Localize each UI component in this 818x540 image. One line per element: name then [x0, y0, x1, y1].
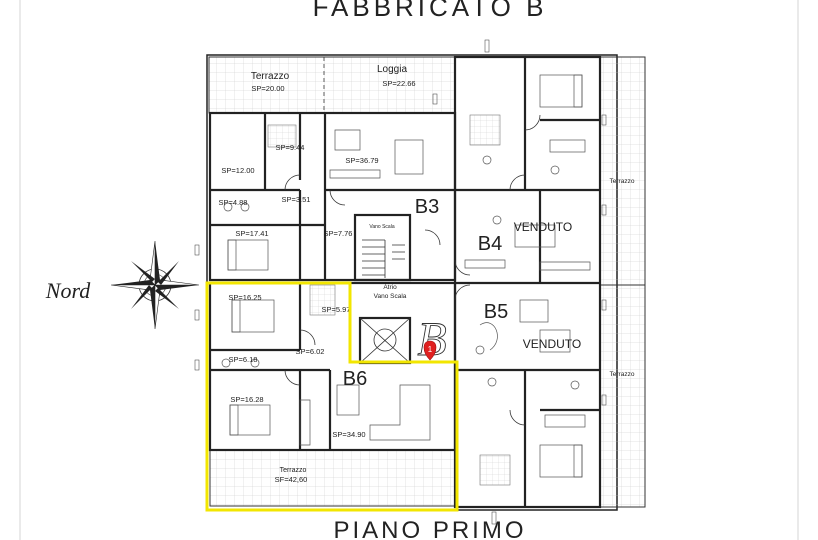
room-area: SP=5.97 — [322, 305, 351, 314]
room-area: SP=3.51 — [282, 195, 311, 204]
tiled-floor — [309, 284, 336, 316]
top-terrace-area — [208, 56, 456, 114]
floor-title: PIANO PRIMO — [333, 517, 526, 540]
tiled-floor — [479, 454, 511, 486]
right-terrace-lower — [599, 284, 646, 508]
tiled-floor — [267, 124, 297, 148]
compass-rose-icon — [110, 240, 200, 330]
loggia-b3-area: SP=22.66 — [382, 79, 415, 88]
terrazzo-right-1-name: Terrazzo — [610, 178, 635, 185]
bottom-terrace-area — [209, 449, 457, 507]
terrazzo-b6-name: Terrazzo — [280, 467, 307, 474]
building-title: FABBRICATO B — [313, 0, 548, 22]
terrazzo-b3-name: Terrazzo — [251, 71, 290, 82]
unit-label-b4: B4 — [478, 233, 502, 255]
b6-highlight-outline — [205, 281, 459, 512]
terrazzo-b6-area: SF=42,60 — [275, 475, 308, 484]
unit-label-b6: B6 — [343, 368, 367, 390]
room-area: SP=6.18 — [229, 355, 258, 364]
unit-label-b5: B5 — [484, 301, 508, 323]
terrazzo-right-2-name: Terrazzo — [610, 371, 635, 378]
map-marker-number: 1 — [428, 345, 433, 354]
room-area: SP=17.41 — [235, 229, 268, 238]
lift-circle — [373, 328, 397, 352]
tiled-floor — [469, 114, 501, 146]
north-label: Nord — [45, 278, 91, 303]
lift-cross — [359, 317, 411, 364]
stair-treads — [362, 239, 405, 278]
room-area: SP=9.44 — [276, 143, 305, 152]
b3-partitions — [210, 113, 455, 280]
room-area: SP=16.25 — [228, 293, 261, 302]
room-area-labels: SP=9.44 SP=12.00 SP=36.79 SP=4.88 SP=3.5… — [219, 143, 379, 439]
room-area: SP=16.28 — [230, 395, 263, 404]
atrio-label-2: Vano Scala — [374, 293, 407, 300]
terrazzo-b3-area: SP=20.00 — [251, 84, 284, 93]
sold-label-b4: VENDUTO — [514, 220, 572, 234]
room-area: SP=6.02 — [296, 347, 325, 356]
room-area: SP=12.00 — [221, 166, 254, 175]
vano-scala-label: Vano Scala — [369, 224, 394, 230]
map-marker[interactable]: 1 — [423, 340, 437, 361]
right-partitions — [455, 57, 600, 507]
room-area: SP=7.76 — [324, 229, 353, 238]
room-area: SP=4.88 — [219, 198, 248, 207]
atrio-label: Atrio — [383, 284, 397, 291]
right-terrace-upper — [599, 56, 646, 286]
door-swings — [284, 114, 541, 426]
room-area: SP=34.90 — [332, 430, 365, 439]
window-tags — [194, 39, 607, 525]
room-area: SP=36.79 — [345, 156, 378, 165]
furniture — [221, 74, 591, 478]
unit-label-b3: B3 — [415, 196, 439, 218]
loggia-b3-name: Loggia — [377, 64, 407, 75]
sold-label-b5: VENDUTO — [523, 337, 581, 351]
stair-core — [353, 213, 412, 282]
